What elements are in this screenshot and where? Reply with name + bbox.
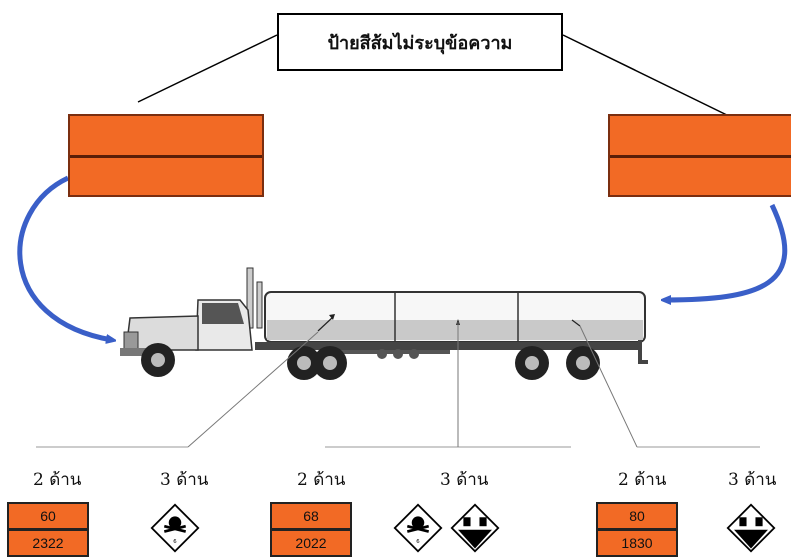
group-1-leader [187,331,319,448]
group-1-number-plate: 60 2322 [7,502,89,557]
un-number: 2322 [32,535,64,551]
callout-leader-left [137,34,278,103]
toxic-diamond-icon: 6 [150,503,200,553]
front-blank-plate [68,114,264,197]
hazard-id-number: 80 [598,504,676,531]
plate-divider [70,154,262,158]
rear-blank-plate [608,114,791,197]
callout-box: ป้ายสีส้มไม่ระบุข้อความ [277,13,563,71]
hazard-id-number: 68 [272,504,350,531]
group-3-leader [579,325,638,448]
group-2-two-sides-label: 2 ด้าน [297,470,346,490]
callout-text: ป้ายสีส้มไม่ระบุข้อความ [327,32,513,54]
svg-text:6: 6 [416,539,420,545]
group-2-number-plate: 68 2022 [270,502,352,557]
plate-divider [610,154,791,158]
group-1-two-sides-label: 2 ด้าน [33,470,82,490]
group-3-three-sides-label: 3 ด้าน [728,470,777,490]
corrosive-diamond-icon [726,503,776,553]
un-number: 1830 [621,535,653,551]
un-number: 2022 [295,535,327,551]
tanker-truck [120,267,648,380]
callout-leader-right [562,34,734,119]
toxic-diamond-icon: 6 [393,503,443,553]
front-plate-arrow [17,175,112,340]
rear-plate-arrow [665,203,788,300]
svg-text:6: 6 [173,539,177,545]
group-3-number-plate: 80 1830 [596,502,678,557]
group-1-three-sides-label: 3 ด้าน [160,470,209,490]
hazard-id-number: 60 [9,504,87,531]
group-3-two-sides-label: 2 ด้าน [618,470,667,490]
corrosive-diamond-icon [450,503,500,553]
group-2-three-sides-label: 3 ด้าน [440,470,489,490]
